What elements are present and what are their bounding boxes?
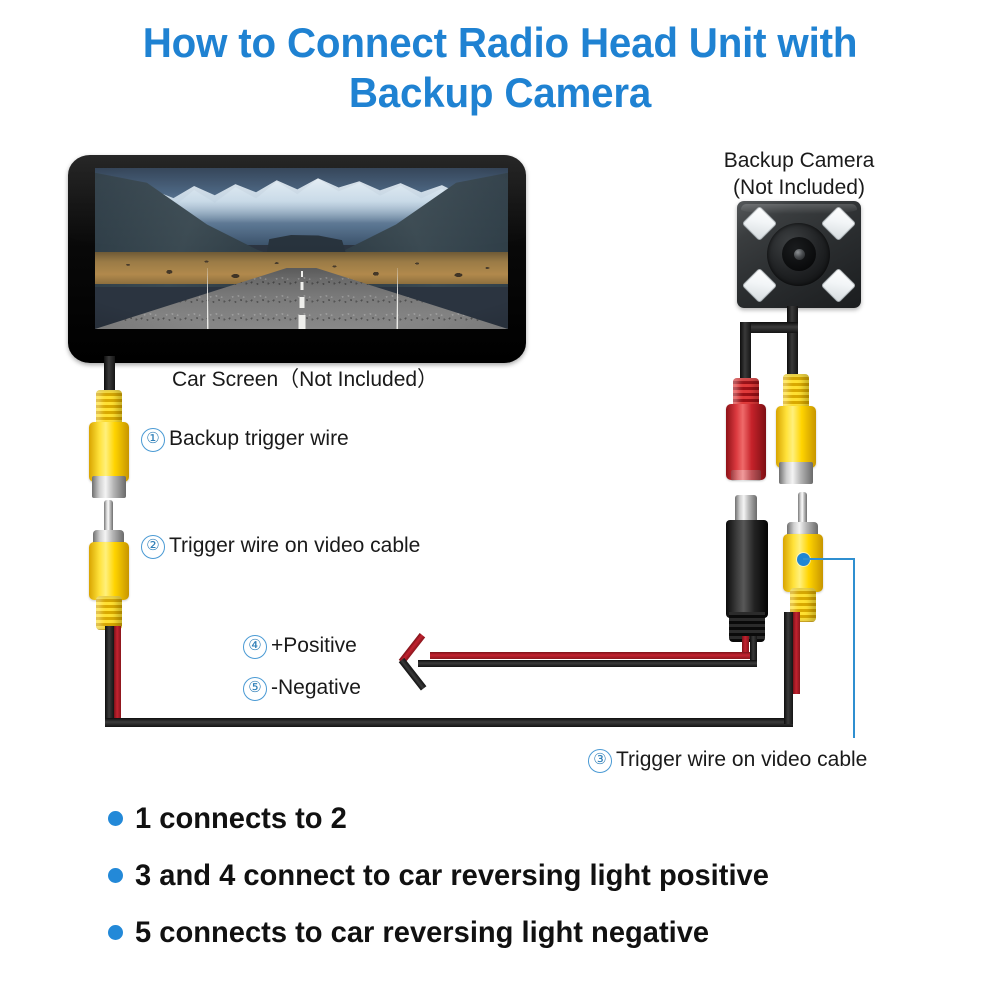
instruction-item-3: 5 connects to car reversing light negati… <box>108 904 988 961</box>
bottom-black-cable-run <box>105 718 793 727</box>
car-screen-monitor <box>68 155 526 363</box>
instructions-list: 1 connects to 2 3 and 4 connect to car r… <box>108 790 988 961</box>
car-screen-display <box>95 168 508 329</box>
yellow-rca-center-pin <box>798 492 807 534</box>
callout-1-number: ① <box>141 428 165 452</box>
bullet-dot-icon <box>108 925 123 940</box>
page-title-line-2: Backup Camera <box>348 69 652 116</box>
page-title-line-1: How to Connect Radio Head Unit with <box>142 19 858 66</box>
right-black-cable-riser <box>784 612 793 724</box>
screen-vignette <box>95 168 508 329</box>
center-dash-2 <box>300 282 303 291</box>
left-black-wire-vertical <box>105 626 114 726</box>
camera-black-wire-drop <box>750 636 757 666</box>
callout-4-number: ④ <box>243 635 267 659</box>
connector-1-strain-boot <box>96 390 122 428</box>
callout-5-number: ⑤ <box>243 677 267 701</box>
red-power-female-connector <box>726 404 766 480</box>
connector-1-yellow-rca-female <box>89 422 129 482</box>
center-dash-1 <box>300 271 303 278</box>
red-connector-ring <box>731 470 761 481</box>
backup-camera <box>737 201 861 308</box>
callout-3-label: Trigger wire on video cable <box>616 748 868 771</box>
camera-cable-trunk <box>787 306 798 392</box>
yellow-female-metal-ring <box>779 462 813 484</box>
backup-camera-caption: Backup Camera (Not Included) <box>689 147 909 201</box>
callout-5-label: -Negative <box>271 676 361 699</box>
callout-5: ⑤-Negative <box>243 676 361 701</box>
callout-1-label: Backup trigger wire <box>169 427 349 450</box>
camera-cable-branch-left <box>740 322 751 392</box>
callout-2-number: ② <box>141 535 165 559</box>
road-right-line <box>396 267 399 329</box>
connector-2-center-pin <box>104 500 113 542</box>
left-red-wire-vertical <box>114 626 121 718</box>
camera-lens-inner <box>781 237 816 271</box>
instruction-text-1: 1 connects to 2 <box>135 801 347 835</box>
road-edge-lines <box>95 267 508 329</box>
center-dash-4 <box>298 314 305 329</box>
callout-4: ④+Positive <box>243 634 357 659</box>
black-power-male-plug <box>726 520 768 618</box>
road-left-line <box>206 267 209 329</box>
red-wire-horizontal-run <box>430 652 750 659</box>
instruction-item-2: 3 and 4 connect to car reversing light p… <box>108 847 988 904</box>
black-wire-horizontal-run <box>418 660 757 667</box>
page-title: How to Connect Radio Head Unit with Back… <box>20 18 980 118</box>
monitor-video-cable <box>104 356 115 402</box>
camera-lens <box>767 222 830 286</box>
led-bottom-right-icon <box>820 267 857 304</box>
camera-cable-branch-horizontal <box>740 322 798 333</box>
connector-2-yellow-rca-male <box>89 542 129 600</box>
callout-3-leader-vertical <box>853 558 855 738</box>
camera-lens-aperture <box>793 249 805 260</box>
callout-3-leader-horizontal <box>803 558 855 560</box>
led-bottom-left-icon <box>741 267 778 304</box>
yellow-rca-female-connector <box>776 406 816 468</box>
yellow-female-strain-boot <box>783 374 809 412</box>
instruction-text-2: 3 and 4 connect to car reversing light p… <box>135 858 769 892</box>
center-dash-3 <box>299 296 304 309</box>
connector-2-strain-boot <box>96 596 122 630</box>
instruction-item-1: 1 connects to 2 <box>108 790 988 847</box>
backup-camera-caption-line-2: (Not Included) <box>733 176 865 199</box>
camera-red-wire-drop <box>742 636 749 658</box>
callout-2-label: Trigger wire on video cable <box>169 534 421 557</box>
bullet-dot-icon <box>108 868 123 883</box>
callout-3-number: ③ <box>588 749 612 773</box>
instruction-text-3: 5 connects to car reversing light negati… <box>135 915 710 949</box>
connector-1-metal-ring <box>92 476 126 498</box>
car-screen-caption: Car Screen（Not Included） <box>171 368 439 391</box>
right-red-wire-riser <box>793 612 800 694</box>
led-top-right-icon <box>820 205 857 242</box>
bullet-dot-icon <box>108 811 123 826</box>
backup-camera-caption-line-1: Backup Camera <box>723 149 875 172</box>
callout-4-label: +Positive <box>271 634 357 657</box>
